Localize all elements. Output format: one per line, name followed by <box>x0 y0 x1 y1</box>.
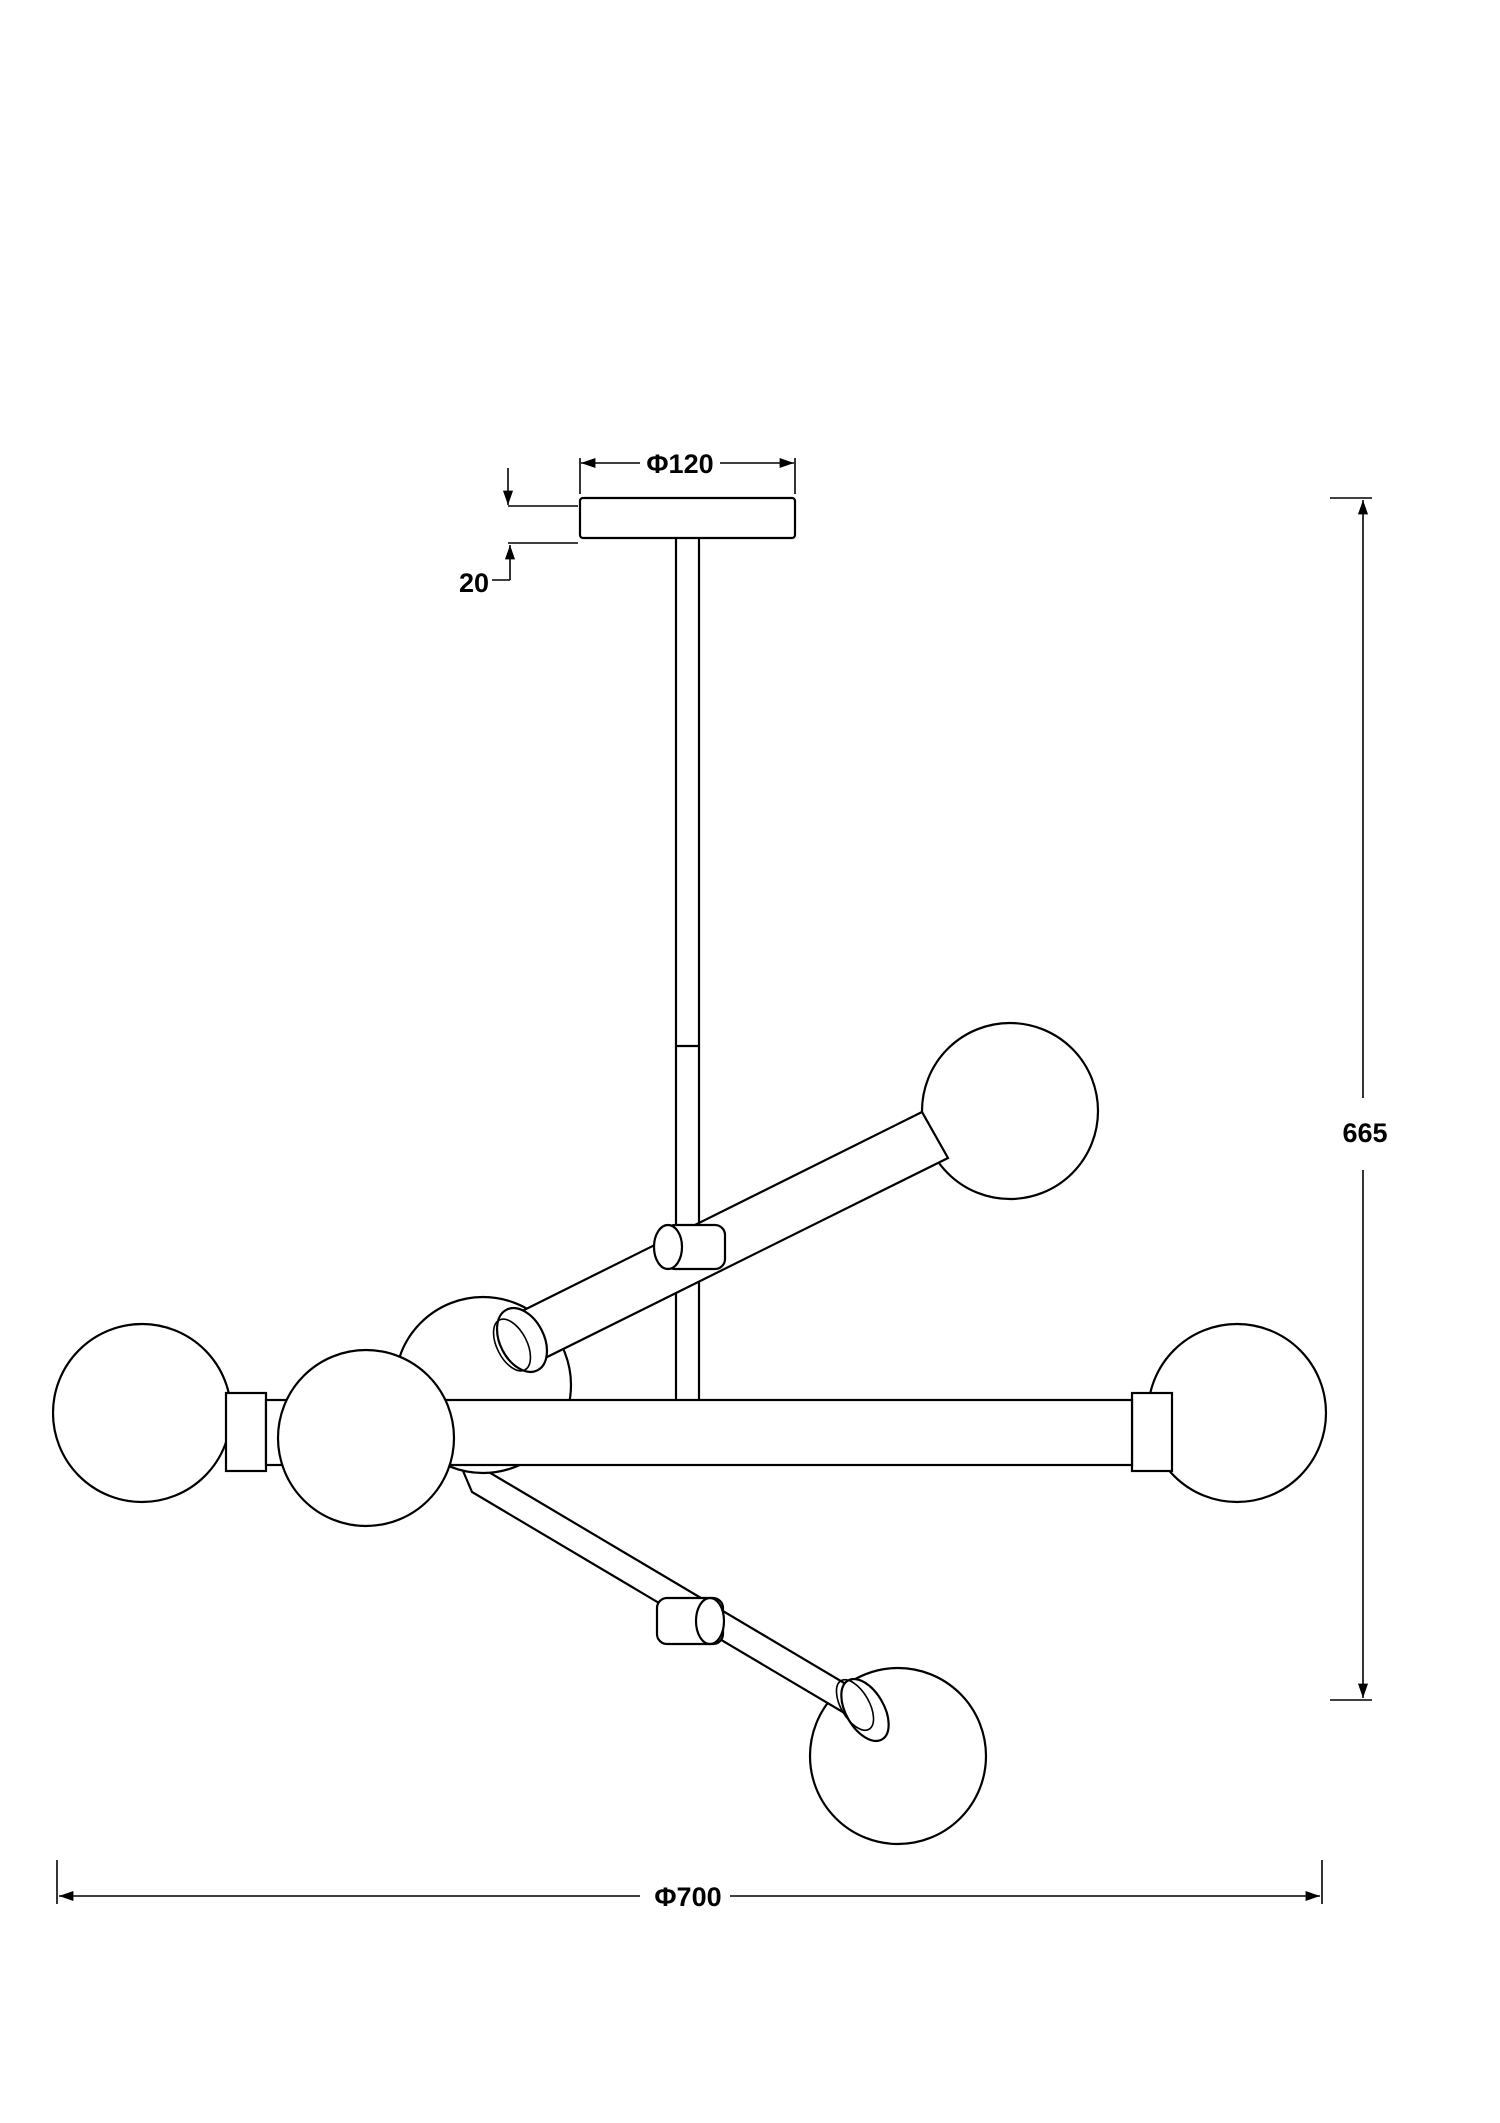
socket-back-left <box>495 1307 549 1373</box>
dim-canopy-diameter-label: Φ120 <box>646 449 713 479</box>
ceiling-canopy <box>578 496 797 540</box>
dim-overall-diameter: Φ700 <box>56 1860 1323 1912</box>
lower-clamp <box>655 1596 726 1646</box>
dim-canopy-diameter: Φ120 <box>579 449 796 494</box>
globe-far-left <box>51 1322 233 1504</box>
dim-canopy-height: 20 <box>459 468 578 598</box>
globe-top-right <box>920 1021 1100 1201</box>
dim-canopy-height-label: 20 <box>459 568 489 598</box>
globe-far-right <box>1146 1322 1328 1504</box>
lower-diagonal-arm <box>452 1449 988 1846</box>
horizontal-arm <box>51 1322 1328 1504</box>
globe-front-left <box>276 1348 456 1528</box>
dim-overall-height: 665 <box>1330 497 1388 1701</box>
upper-clamp <box>652 1223 727 1271</box>
dim-overall-height-label: 665 <box>1342 1118 1387 1148</box>
dim-overall-diameter-label: Φ700 <box>654 1882 721 1912</box>
front-globe <box>276 1348 456 1528</box>
